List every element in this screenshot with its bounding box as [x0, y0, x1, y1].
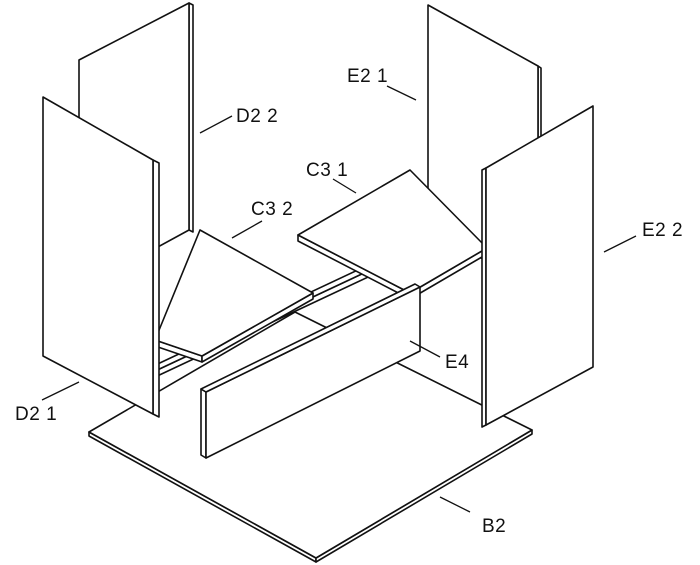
leader-c31 — [332, 178, 357, 194]
label-e21: E2 1 — [347, 66, 388, 87]
leader-b2 — [439, 496, 471, 513]
label-d22: D2 2 — [236, 106, 278, 127]
panel-c32 — [154, 229, 314, 363]
panel-e22 — [481, 105, 594, 428]
label-c31: C3 1 — [306, 160, 348, 181]
label-d21: D2 1 — [15, 404, 57, 425]
panel-b2 — [88, 311, 533, 563]
panel-e4 — [200, 283, 421, 459]
leader-e4 — [409, 340, 441, 358]
label-b2: B2 — [482, 516, 506, 537]
leader-e21 — [386, 85, 417, 101]
panel-d21 — [42, 96, 160, 418]
leader-e22 — [603, 235, 637, 253]
label-c32: C3 2 — [251, 199, 293, 220]
leader-c32 — [231, 220, 263, 239]
leader-d21 — [41, 381, 80, 401]
label-e4: E4 — [445, 352, 469, 373]
leader-d22 — [199, 115, 233, 134]
label-e22: E2 2 — [642, 220, 683, 241]
panel-c31 — [297, 169, 488, 300]
